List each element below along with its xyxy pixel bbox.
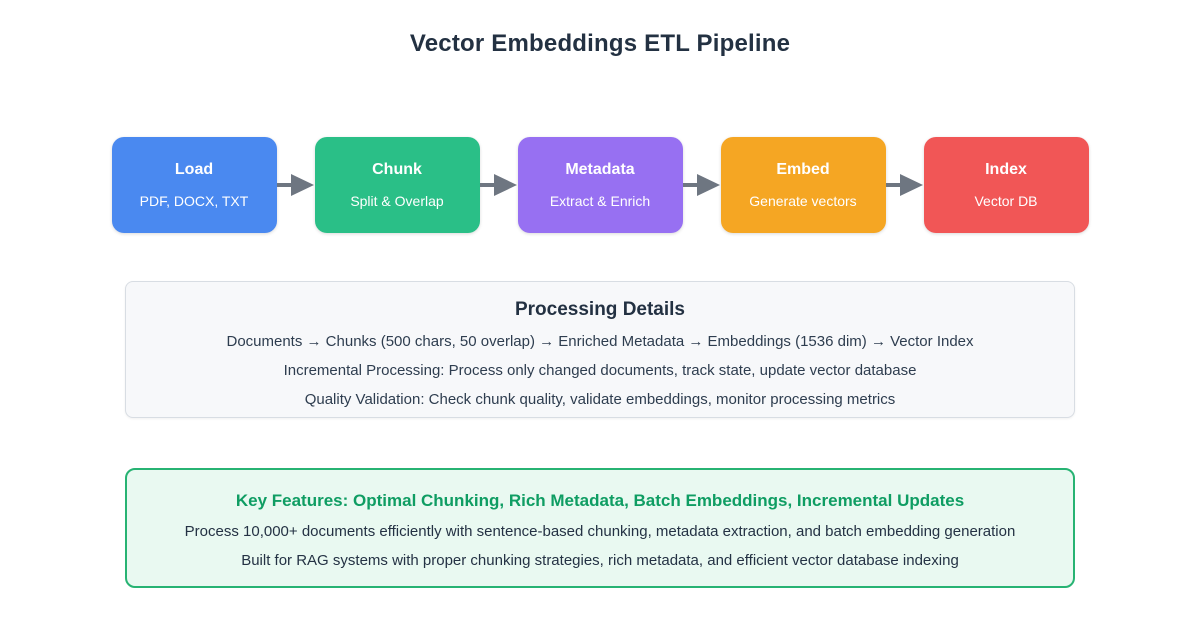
processing-details-panel: Processing Details Documents → Chunks (5… xyxy=(125,281,1075,418)
stage-sublabel: Extract & Enrich xyxy=(549,193,651,209)
processing-details-line: Quality Validation: Check chunk quality,… xyxy=(304,391,896,408)
processing-details-line: Incremental Processing: Process only cha… xyxy=(283,362,917,379)
stage-card-load: Load PDF, DOCX, TXT xyxy=(111,137,277,233)
stage-card-metadata: Metadata Extract & Enrich xyxy=(517,137,683,233)
key-features-heading: Key Features: Optimal Chunking, Rich Met… xyxy=(235,491,965,510)
key-features-panel: Key Features: Optimal Chunking, Rich Met… xyxy=(125,468,1075,588)
stage-label: Index xyxy=(985,161,1027,178)
stage-card-chunk: Chunk Split & Overlap xyxy=(314,137,480,233)
stage-label: Metadata xyxy=(565,161,635,178)
pipeline-row: Load PDF, DOCX, TXT Chunk Split & Overla… xyxy=(0,137,1200,233)
flow-arrow-icon xyxy=(682,172,721,198)
stage-card-embed: Embed Generate vectors xyxy=(720,137,886,233)
stage-card-index: Index Vector DB xyxy=(923,137,1089,233)
flow-arrow-icon xyxy=(479,172,518,198)
stage-label: Chunk xyxy=(372,161,422,178)
stage-sublabel: Generate vectors xyxy=(749,193,857,209)
stage-sublabel: Vector DB xyxy=(974,193,1038,209)
processing-details-line: Documents → Chunks (500 chars, 50 overla… xyxy=(226,333,974,350)
key-features-line: Process 10,000+ documents efficiently wi… xyxy=(184,523,1016,540)
flow-arrow-icon xyxy=(276,172,315,198)
stage-sublabel: Split & Overlap xyxy=(350,193,444,209)
processing-details-heading: Processing Details xyxy=(514,299,686,320)
page-title: Vector Embeddings ETL Pipeline xyxy=(409,30,791,57)
stage-label: Embed xyxy=(776,161,830,178)
stage-label: Load xyxy=(174,161,214,178)
key-features-line: Built for RAG systems with proper chunki… xyxy=(241,552,959,569)
flow-arrow-icon xyxy=(885,172,924,198)
stage-sublabel: PDF, DOCX, TXT xyxy=(139,193,249,209)
